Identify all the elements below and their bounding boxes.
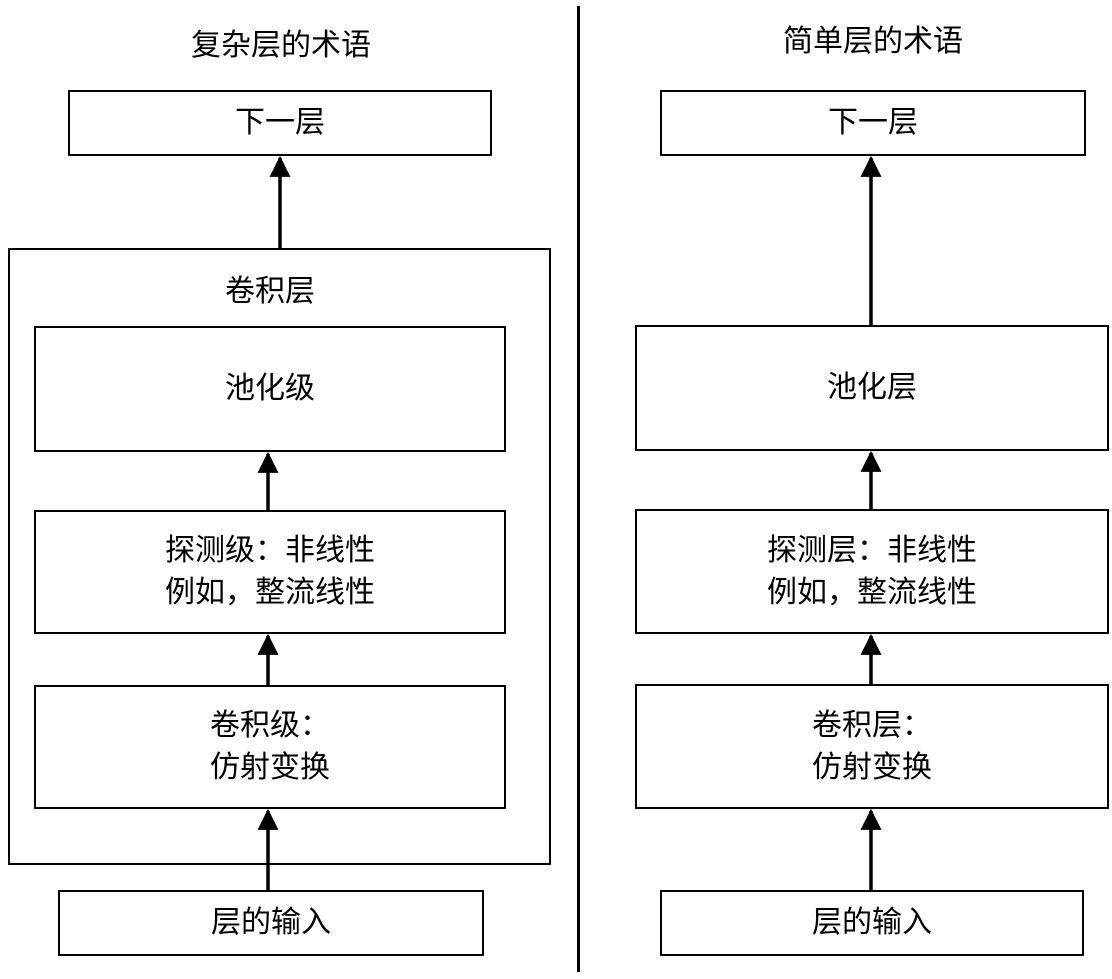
left-conv-stage-line1: 卷积级： <box>210 708 330 743</box>
panel-divider <box>577 6 580 972</box>
left-conv-stage-box: 卷积级： 仿射变换 <box>34 685 506 809</box>
left-panel-title: 复杂层的术语 <box>191 28 371 63</box>
right-detector-layer-box: 探测层：非线性 例如，整流线性 <box>635 509 1109 634</box>
right-conv-layer-line1: 卷积层： <box>812 707 932 743</box>
right-panel-title: 简单层的术语 <box>783 24 963 59</box>
left-detector-stage-line2: 例如，整流线性 <box>165 575 375 610</box>
left-layer-input-box: 层的输入 <box>58 890 484 956</box>
right-next-layer-box: 下一层 <box>660 90 1086 156</box>
left-next-layer-box: 下一层 <box>68 90 492 156</box>
left-detector-stage-box: 探测级：非线性 例如，整流线性 <box>34 510 506 634</box>
right-conv-layer-line2: 仿射变换 <box>812 749 932 785</box>
left-pooling-stage-label: 池化级 <box>225 371 315 406</box>
left-pooling-stage-box: 池化级 <box>34 326 506 452</box>
left-layer-input-label: 层的输入 <box>211 905 331 940</box>
right-next-layer-label: 下一层 <box>828 105 918 140</box>
right-pooling-layer-box: 池化层 <box>635 325 1109 451</box>
left-next-layer-label: 下一层 <box>235 105 325 140</box>
right-conv-layer-box: 卷积层： 仿射变换 <box>635 684 1109 809</box>
right-layer-input-label: 层的输入 <box>812 905 932 940</box>
right-layer-input-box: 层的输入 <box>660 890 1084 956</box>
left-detector-stage-line1: 探测级：非线性 <box>165 533 375 568</box>
right-pooling-layer-label: 池化层 <box>827 370 917 405</box>
right-detector-layer-line2: 例如，整流线性 <box>767 574 977 610</box>
left-conv-stage-line2: 仿射变换 <box>210 750 330 785</box>
left-conv-layer-group-label: 卷积层 <box>225 274 315 309</box>
right-detector-layer-line1: 探测层：非线性 <box>767 532 977 568</box>
left-conv-layer-group <box>8 248 551 865</box>
